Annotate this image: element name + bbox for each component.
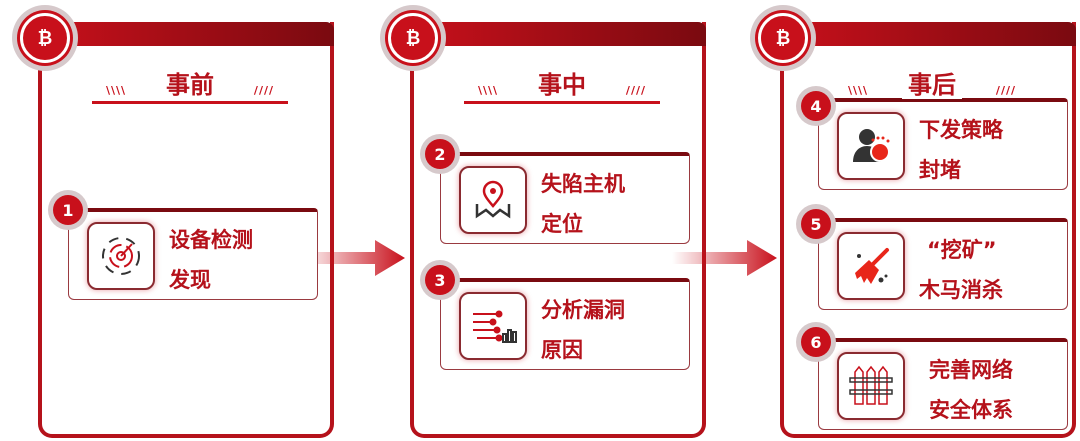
bitcoin-icon: ₿: [380, 5, 446, 71]
step-title: “挖矿”: [927, 238, 997, 262]
step-subtitle: 发现: [169, 268, 211, 292]
user-alert-icon: [837, 112, 905, 180]
broom-icon: [837, 232, 905, 300]
location-pin-icon: [459, 166, 527, 234]
step-card-3: 分析漏洞原因: [440, 278, 690, 370]
step-subtitle: 定位: [541, 212, 583, 236]
step-title: 下发策略: [919, 118, 1003, 142]
fence-icon: [837, 352, 905, 420]
stage-panel-before: \\\\事前////: [38, 22, 334, 438]
step-card-1: 设备检测发现: [68, 208, 318, 300]
step-number-badge: 2: [420, 134, 460, 174]
step-subtitle: 安全体系: [929, 398, 1013, 422]
step-card-5: “挖矿” 木马消杀: [818, 218, 1068, 310]
bitcoin-icon: ₿: [750, 5, 816, 71]
stage-label-before: \\\\事前////: [92, 66, 288, 106]
step-subtitle: 原因: [541, 338, 583, 362]
step-card-6: 完善网络安全体系: [818, 338, 1068, 430]
step-title: 设备检测: [169, 228, 253, 252]
analysis-chart-icon: [459, 292, 527, 360]
arrow-right-icon: [672, 240, 777, 276]
step-title: 分析漏洞: [541, 298, 625, 322]
step-number-badge: 1: [48, 190, 88, 230]
step-card-2: 失陷主机定位: [440, 152, 690, 244]
panel-header-bar: [410, 22, 706, 46]
step-number-badge: 6: [796, 322, 836, 362]
step-card-4: 下发策略封堵: [818, 98, 1068, 190]
step-title: 完善网络: [929, 358, 1013, 382]
step-number-badge: 3: [420, 260, 460, 300]
radar-target-icon: [87, 222, 155, 290]
step-title: 失陷主机: [541, 172, 625, 196]
panel-header-bar: [38, 22, 334, 46]
step-subtitle: 木马消杀: [919, 278, 1003, 302]
stage-label-during: \\\\事中////: [464, 66, 660, 106]
bitcoin-icon: ₿: [12, 5, 78, 71]
step-subtitle: 封堵: [919, 158, 961, 182]
arrow-right-icon: [300, 240, 405, 276]
step-number-badge: 5: [796, 204, 836, 244]
stage-panel-during: \\\\事中////: [410, 22, 706, 438]
panel-header-bar: [780, 22, 1076, 46]
step-number-badge: 4: [796, 86, 836, 126]
